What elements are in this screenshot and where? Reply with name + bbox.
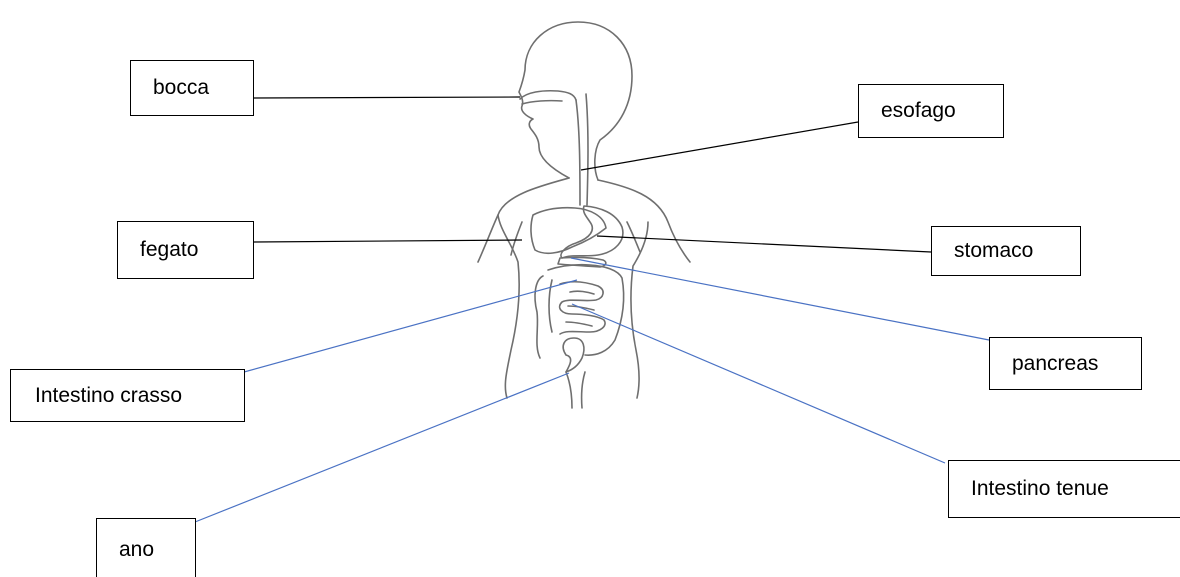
label-ano: ano — [96, 518, 196, 577]
left-leg — [566, 372, 572, 408]
label-fegato: fegato — [117, 221, 254, 279]
mouth-cavity — [520, 91, 576, 100]
leader-esofago — [581, 122, 858, 170]
label-bocca-text: bocca — [153, 76, 209, 100]
left-shoulder-arm — [478, 178, 569, 262]
label-pancreas: pancreas — [989, 337, 1142, 390]
right-torso-side — [631, 222, 648, 398]
label-stomaco-text: stomaco — [954, 239, 1033, 263]
label-intestino-crasso: Intestino crasso — [10, 369, 245, 422]
mouth-floor — [522, 101, 562, 104]
label-fegato-text: fegato — [140, 238, 198, 262]
leader-ano — [195, 373, 569, 522]
left-torso-side — [498, 215, 519, 398]
leader-stomaco — [597, 236, 931, 252]
label-stomaco: stomaco — [931, 226, 1081, 276]
label-esofago-text: esofago — [881, 99, 956, 123]
leader-pancreas — [571, 258, 989, 340]
leader-intestino-tenue — [572, 304, 945, 463]
left-armpit — [511, 222, 522, 255]
leader-intestino-crasso — [244, 280, 577, 372]
label-pancreas-text: pancreas — [1012, 352, 1098, 376]
label-intestino-tenue-text: Intestino tenue — [971, 477, 1109, 501]
label-esofago: esofago — [858, 84, 1004, 138]
large-intestine-shape — [535, 265, 624, 372]
right-leg — [582, 372, 585, 408]
label-intestino-tenue: Intestino tenue — [948, 460, 1180, 518]
leader-fegato — [253, 240, 522, 242]
leader-bocca — [253, 97, 520, 98]
label-bocca: bocca — [130, 60, 254, 116]
stomach-shape — [561, 206, 623, 258]
esophagus-tube — [576, 94, 588, 205]
label-intestino-crasso-text: Intestino crasso — [35, 384, 182, 408]
label-ano-text: ano — [119, 538, 154, 562]
